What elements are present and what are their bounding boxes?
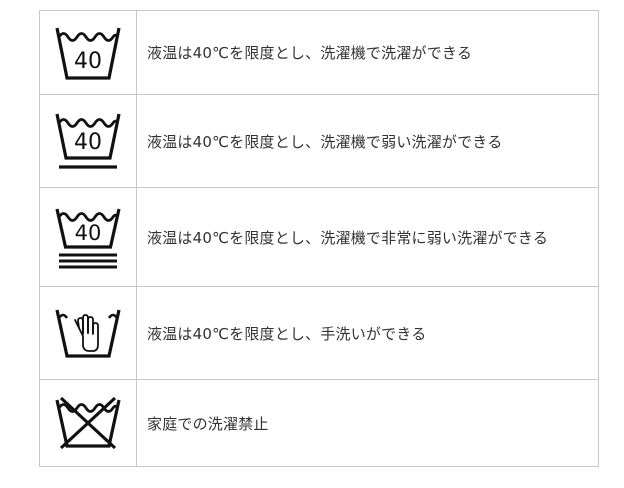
icon-cell: 40 (39, 10, 137, 95)
table-row: 家庭での洗濯禁止 (39, 379, 599, 467)
wash-40-gentle-icon: 40 (55, 113, 121, 169)
temperature-label: 40 (75, 221, 102, 245)
temperature-label: 40 (74, 49, 102, 74)
icon-cell: 40 (39, 94, 137, 188)
temperature-label: 40 (74, 130, 102, 155)
table-row: 40 液温は40℃を限度とし、洗濯機で洗濯ができる (39, 10, 599, 95)
care-description: 液温は40℃を限度とし、手洗いができる (136, 286, 599, 380)
icon-cell: 40 (39, 187, 137, 287)
icon-cell (39, 379, 137, 467)
hand-wash-icon (55, 309, 121, 358)
wash-40-very-gentle-icon: 40 (55, 208, 121, 269)
table-row: 液温は40℃を限度とし、手洗いができる (39, 286, 599, 380)
hand-icon (74, 314, 99, 352)
table-row: 40 液温は40℃を限度とし、洗濯機で弱い洗濯ができる (39, 94, 599, 188)
care-description: 家庭での洗濯禁止 (136, 379, 599, 467)
wash-40-icon: 40 (55, 27, 121, 80)
do-not-wash-icon (55, 396, 121, 450)
table-row: 40 液温は40℃を限度とし、洗濯機で非常に弱い洗濯ができる (39, 187, 599, 287)
care-description: 液温は40℃を限度とし、洗濯機で弱い洗濯ができる (136, 94, 599, 188)
care-description: 液温は40℃を限度とし、洗濯機で非常に弱い洗濯ができる (136, 187, 599, 287)
icon-cell (39, 286, 137, 380)
care-description: 液温は40℃を限度とし、洗濯機で洗濯ができる (136, 10, 599, 95)
laundry-care-table: 40 液温は40℃を限度とし、洗濯機で洗濯ができる 40 液温は40℃を限度とし… (39, 10, 599, 467)
